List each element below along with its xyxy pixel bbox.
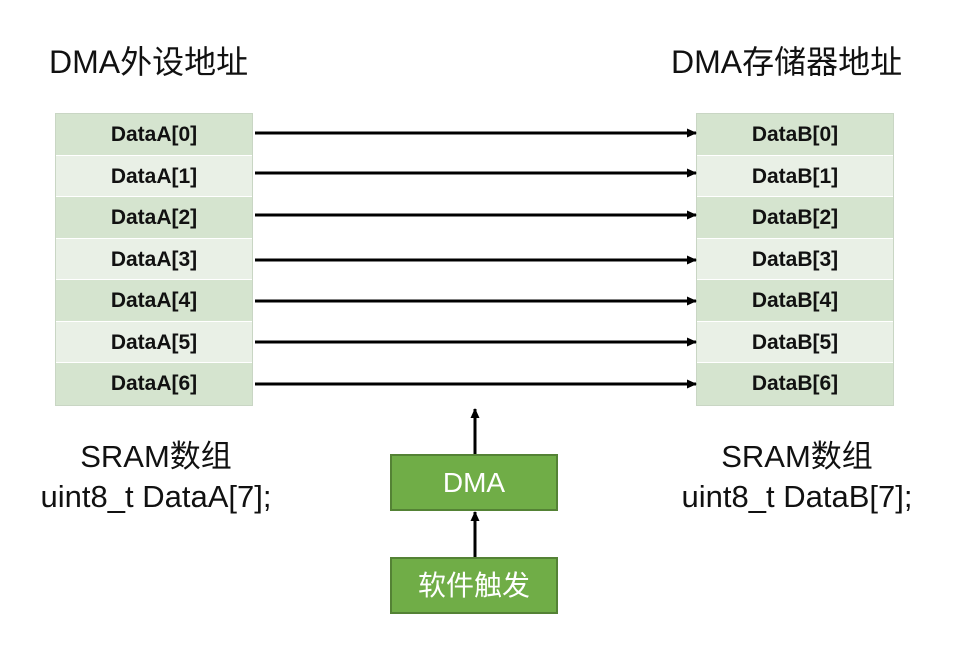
dma-box: DMA (390, 454, 558, 511)
destination-caption-line1: SRAM数组 (721, 439, 873, 474)
destination-cell: DataB[2] (697, 197, 893, 239)
peripheral-address-title: DMA外设地址 (49, 44, 249, 80)
source-cell: DataA[3] (56, 238, 252, 281)
source-cell: DataA[2] (56, 197, 252, 239)
source-array-column: DataA[0] DataA[1] DataA[2] DataA[3] Data… (55, 113, 253, 406)
destination-cell: DataB[0] (697, 114, 893, 156)
destination-cell: DataB[5] (697, 321, 893, 364)
destination-caption-line2: uint8_t DataB[7]; (681, 479, 913, 514)
source-caption-line2: uint8_t DataA[7]; (40, 479, 272, 514)
memory-address-title: DMA存储器地址 (671, 44, 903, 80)
source-caption-line1: SRAM数组 (80, 439, 232, 474)
destination-cell: DataB[1] (697, 155, 893, 198)
destination-cell: DataB[4] (697, 280, 893, 322)
destination-array-column: DataB[0] DataB[1] DataB[2] DataB[3] Data… (696, 113, 894, 406)
source-cell: DataA[6] (56, 363, 252, 405)
source-cell: DataA[1] (56, 155, 252, 198)
destination-cell: DataB[6] (697, 363, 893, 405)
source-array-caption: SRAM数组 uint8_t DataA[7]; (25, 437, 287, 517)
source-cell: DataA[0] (56, 114, 252, 156)
destination-cell: DataB[3] (697, 238, 893, 281)
destination-array-caption: SRAM数组 uint8_t DataB[7]; (666, 437, 928, 517)
source-cell: DataA[4] (56, 280, 252, 322)
source-cell: DataA[5] (56, 321, 252, 364)
software-trigger-box: 软件触发 (390, 557, 558, 614)
